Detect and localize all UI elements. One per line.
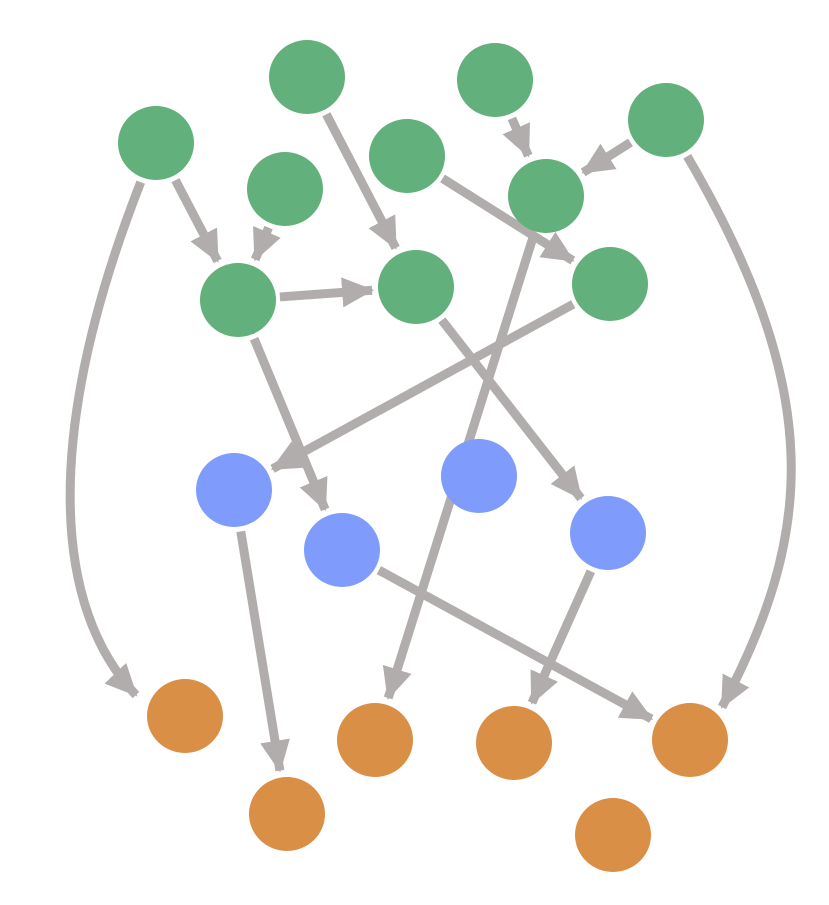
edge-n14-to-n18 <box>527 569 595 705</box>
node-source-n7 <box>200 263 276 337</box>
node-intermediate-n12 <box>441 439 517 513</box>
node-source-n10 <box>628 83 704 157</box>
node-source-n9 <box>572 247 648 321</box>
node-source-n6 <box>247 152 323 226</box>
node-source-n4 <box>369 119 445 193</box>
node-sink-n17 <box>337 703 413 777</box>
node-intermediate-n13 <box>304 513 380 587</box>
edge-n13-to-n19 <box>376 566 654 723</box>
node-sink-n18 <box>476 706 552 780</box>
edge-n4-to-n9 <box>440 174 576 265</box>
edge-n3-to-n5 <box>502 116 533 158</box>
node-sink-n20 <box>575 798 651 872</box>
edge-n11-to-n16 <box>236 530 290 773</box>
node-source-n3 <box>457 43 533 117</box>
edge-n6-to-n7 <box>251 225 281 262</box>
node-intermediate-n11 <box>196 453 272 527</box>
edge-n1-to-n15 <box>65 180 145 699</box>
node-sink-n15 <box>147 679 223 753</box>
edge-n7-to-n8 <box>279 277 375 308</box>
node-source-n2 <box>269 40 345 114</box>
edges-layer <box>65 112 796 773</box>
edge-n10-to-n5 <box>580 138 633 177</box>
edge-n10-to-n19 <box>683 153 796 710</box>
edge-n7-to-n13 <box>249 337 330 512</box>
node-source-n1 <box>118 106 194 180</box>
edge-n2-to-n8 <box>322 112 400 251</box>
nodes-layer <box>118 40 728 872</box>
edge-n8-to-n14 <box>438 317 585 502</box>
node-source-n8 <box>378 250 454 324</box>
edge-n1-to-n7 <box>171 178 222 264</box>
edge-n9-to-n11 <box>270 300 576 473</box>
node-sink-n19 <box>652 703 728 777</box>
node-sink-n16 <box>249 777 325 851</box>
node-source-n5 <box>508 159 584 233</box>
node-intermediate-n14 <box>570 496 646 570</box>
